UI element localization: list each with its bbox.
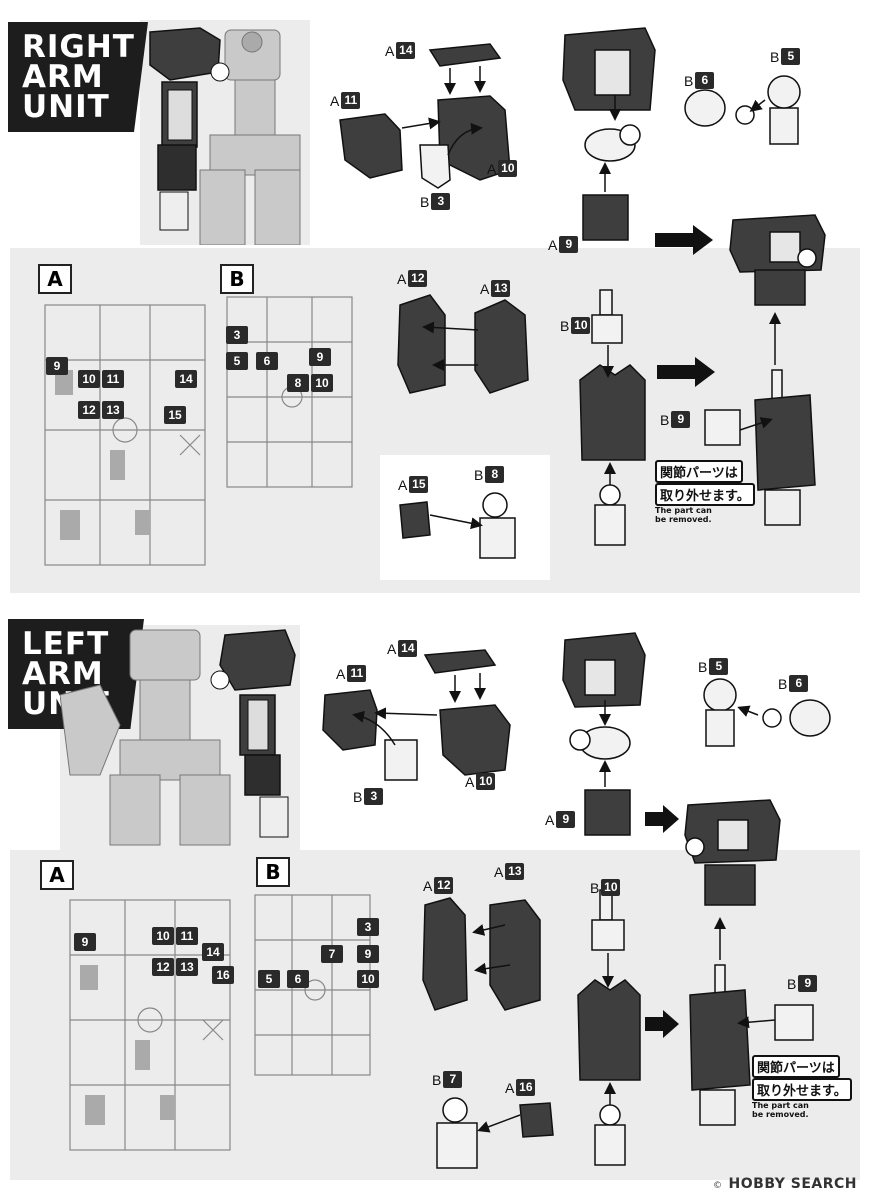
runner-b-tag: 5 [226,352,248,370]
runner-a-tag: 11 [176,927,198,945]
runner-b-tag: 3 [226,326,248,344]
big-arrow [657,357,715,387]
runner-b-tag: 9 [357,945,379,963]
runner-a-tag: 12 [78,401,100,419]
runner-b-tag: 3 [357,918,379,936]
forearm-halves [422,897,541,1011]
big-arrow [655,225,713,255]
robot-illustration [149,27,301,245]
runner-a-tag: 14 [202,943,224,961]
runner-panel-bg [10,850,380,1180]
big-arrow [645,1010,679,1038]
runner-b-sprue [226,296,353,488]
step2-shoulder [562,27,656,241]
runner-a-tag: 12 [152,958,174,976]
runner-a-tag: 9 [74,933,96,951]
joint-note: 関節パーツは 取り外せます。 The part can be removed. [655,460,755,524]
hand-assembly [436,1097,554,1169]
runner-a-letter: A [40,860,74,890]
runner-a-tag: 10 [78,370,100,388]
runner-a-letter: A [38,264,72,294]
assembled-shoulder [684,799,781,906]
step2-shoulder [562,632,646,836]
runner-b-letter: B [220,264,254,294]
elbow-assembly [577,889,641,1166]
runner-a-sprue [69,899,231,1151]
runner-b-letter: B [256,857,290,887]
section-title: RIGHT ARM UNIT [8,22,148,132]
runner-b-tag: 9 [309,348,331,366]
runner-a-tag: 14 [175,370,197,388]
runner-a-tag: 11 [102,370,124,388]
runner-b-tag: 6 [256,352,278,370]
runner-b-tag: 6 [287,970,309,988]
runner-b-tag: 5 [258,970,280,988]
runner-b-tag: 10 [357,970,379,988]
runner-a-tag: 15 [164,406,186,424]
runner-b-tag: 10 [311,374,333,392]
hobby-search-watermark: ©HOBBY SEARCH [713,1176,857,1192]
left-arm-section: LEFT ARM UNIT A14 A11 [0,605,869,1200]
hand-assembly [399,492,516,559]
runner-a-tag: 13 [102,401,124,419]
runner-a-tag: 9 [46,357,68,375]
runner-b-tag: 8 [287,374,309,392]
runner-a-tag: 16 [212,966,234,984]
runner-b-tag: 7 [321,945,343,963]
big-arrow [645,805,679,833]
step1-parts [339,43,511,189]
joint-b5-b6 [703,678,831,747]
robot-illustration [60,629,296,846]
runner-a-tag: 10 [152,927,174,945]
forearm-halves [397,294,529,394]
runner-a-tag: 13 [176,958,198,976]
joint-b6-b5 [684,75,801,145]
elbow-assembly [579,289,646,546]
final-arm [704,312,816,526]
final-arm [689,917,814,1126]
step1-parts [322,649,511,781]
assembled-shoulder [729,214,826,306]
joint-note: 関節パーツは 取り外せます。 The part can be removed. [752,1055,852,1119]
runner-a-sprue [44,304,206,566]
